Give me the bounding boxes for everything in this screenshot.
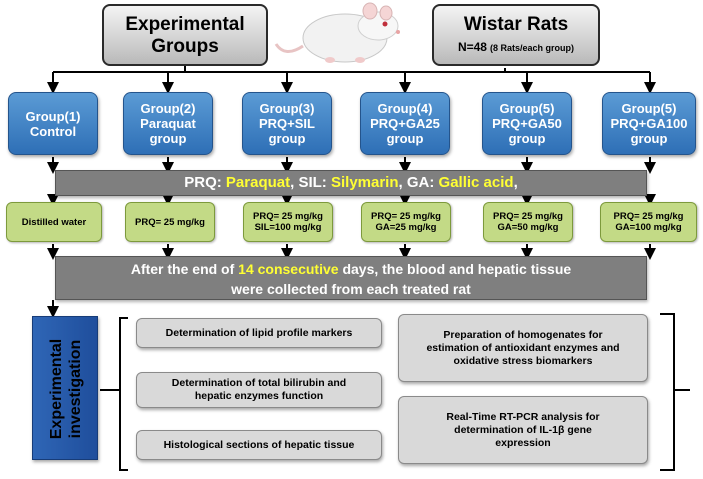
wistar-title: Wistar Rats [463, 14, 569, 35]
sil-value: Silymarin [330, 174, 399, 191]
pcr-line3: expression [495, 436, 551, 449]
investigation-line2: investigation [67, 339, 84, 439]
dose-4-line2: GA=25 mg/kg [375, 222, 437, 233]
group-box-4: Group(4) PRQ+GA25 group [360, 92, 450, 155]
dose-3-line2: SIL=100 mg/kg [254, 222, 322, 233]
dose-box-2: PRQ= 25 mg/kg [125, 202, 215, 242]
group-box-3: Group(3) PRQ+SIL group [242, 92, 332, 155]
group-2-line2: Paraquat [140, 116, 196, 131]
wistar-count: N=48 (8 Rats/each group) [434, 40, 598, 54]
wistar-n: N=48 [457, 40, 487, 54]
bilirubin-line1: Determination of total bilirubin and [171, 377, 347, 389]
group-4-line2: PRQ+GA25 [370, 116, 440, 131]
dose-4-line1: PRQ= 25 mg/kg [371, 211, 441, 222]
group-6-line2: PRQ+GA100 [610, 116, 688, 131]
histology-box: Histological sections of hepatic tissue [136, 430, 382, 460]
dose-3-line1: PRQ= 25 mg/kg [253, 211, 323, 222]
dose-5-line2: GA=50 mg/kg [497, 222, 559, 233]
group-3-line2: PRQ+SIL [259, 116, 315, 131]
lipid-text: Determination of lipid profile markers [165, 326, 353, 339]
wistar-rats-box: Wistar Rats N=48 (8 Rats/each group) [432, 4, 600, 66]
homogenate-box: Preparation of homogenates for estimatio… [398, 314, 648, 382]
collection-banner: After the end of 14 consecutive days, th… [55, 256, 647, 300]
collection-part1: After the end of [130, 261, 239, 277]
dose-box-5: PRQ= 25 mg/kg GA=50 mg/kg [483, 202, 573, 242]
collection-part2: days, the blood and hepatic tissue [338, 261, 572, 277]
group-1-line1: Group(1) [25, 108, 81, 124]
abbreviation-banner: PRQ: Paraquat, SIL: Silymarin, GA: Galli… [55, 170, 647, 196]
experimental-groups-box: Experimental Groups [102, 4, 268, 66]
prq-key: PRQ: [184, 174, 222, 191]
group-5-line3: group [508, 131, 546, 146]
banner-to-dose-arrows [47, 194, 656, 206]
group-to-banner-arrows [47, 157, 656, 174]
group-2-line1: Group(2) [140, 101, 196, 116]
pcr-line1: Real-Time RT-PCR analysis for [446, 410, 600, 423]
ga-value: Gallic acid [438, 174, 514, 191]
dose-box-6: PRQ= 25 mg/kg GA=100 mg/kg [600, 202, 697, 242]
experimental-investigation-box: Experimental investigation [32, 316, 98, 460]
dose-5-line1: PRQ= 25 mg/kg [493, 211, 563, 222]
histology-text: Histological sections of hepatic tissue [163, 438, 355, 451]
group-6-line3: group [630, 131, 668, 146]
collection-highlight: 14 consecutive [238, 261, 339, 277]
investigation-line1: Experimental [48, 338, 65, 440]
homogenate-line2: estimation of antioxidant enzymes and [426, 341, 620, 354]
dose-box-1: Distilled water [6, 202, 102, 242]
group-box-2: Group(2) Paraquat group [123, 92, 213, 155]
dose-box-3: PRQ= 25 mg/kg SIL=100 mg/kg [243, 202, 333, 242]
group-2-line3: group [149, 131, 187, 146]
homogenate-line1: Preparation of homogenates for [443, 328, 603, 341]
dose-6-line2: GA=100 mg/kg [615, 222, 682, 233]
pcr-line2: determination of IL-1β gene [454, 423, 592, 436]
sep-2: , [398, 174, 407, 191]
bilirubin-box: Determination of total bilirubin and hep… [136, 372, 382, 408]
prq-value: Paraquat [225, 174, 291, 191]
sep-1: , [290, 174, 299, 191]
group-5-line1: Group(5) [499, 101, 555, 116]
wistar-note: (8 Rats/each group) [490, 43, 575, 53]
dose-1-line1: Distilled water [21, 216, 87, 228]
homogenate-line3: oxidative stress biomarkers [453, 354, 593, 367]
group-5-line2: PRQ+GA50 [492, 116, 562, 131]
group-3-line3: group [268, 131, 306, 146]
group-4-line1: Group(4) [377, 101, 433, 116]
group-box-5: Group(5) PRQ+GA50 group [482, 92, 572, 155]
group-box-1: Group(1) Control [8, 92, 98, 155]
dose-6-line1: PRQ= 25 mg/kg [613, 211, 684, 222]
sil-key: SIL: [298, 174, 327, 191]
group-box-6: Group(5) PRQ+GA100 group [602, 92, 696, 155]
pcr-box: Real-Time RT-PCR analysis for determinat… [398, 396, 648, 464]
dose-2-line1: PRQ= 25 mg/kg [135, 216, 205, 228]
group-6-line1: Group(5) [621, 101, 677, 116]
experimental-groups-line1: Experimental [125, 14, 245, 35]
lipid-profile-box: Determination of lipid profile markers [136, 318, 382, 348]
right-brace [660, 313, 675, 471]
group-1-line2: Control [29, 123, 77, 139]
group-3-line1: Group(3) [259, 101, 315, 116]
trailing-comma: , [513, 174, 518, 191]
ga-key: GA: [406, 174, 435, 191]
bilirubin-line2: hepatic enzymes function [194, 390, 324, 402]
group-drop-lines [47, 72, 656, 94]
collection-line2: were collected from each treated rat [231, 281, 471, 297]
dose-to-collection-arrows [47, 244, 656, 260]
dose-box-4: PRQ= 25 mg/kg GA=25 mg/kg [361, 202, 451, 242]
left-brace [119, 317, 128, 471]
experimental-groups-line2: Groups [151, 36, 219, 57]
group-4-line3: group [386, 131, 424, 146]
collection-line1: After the end of 14 consecutive days, th… [56, 259, 646, 279]
